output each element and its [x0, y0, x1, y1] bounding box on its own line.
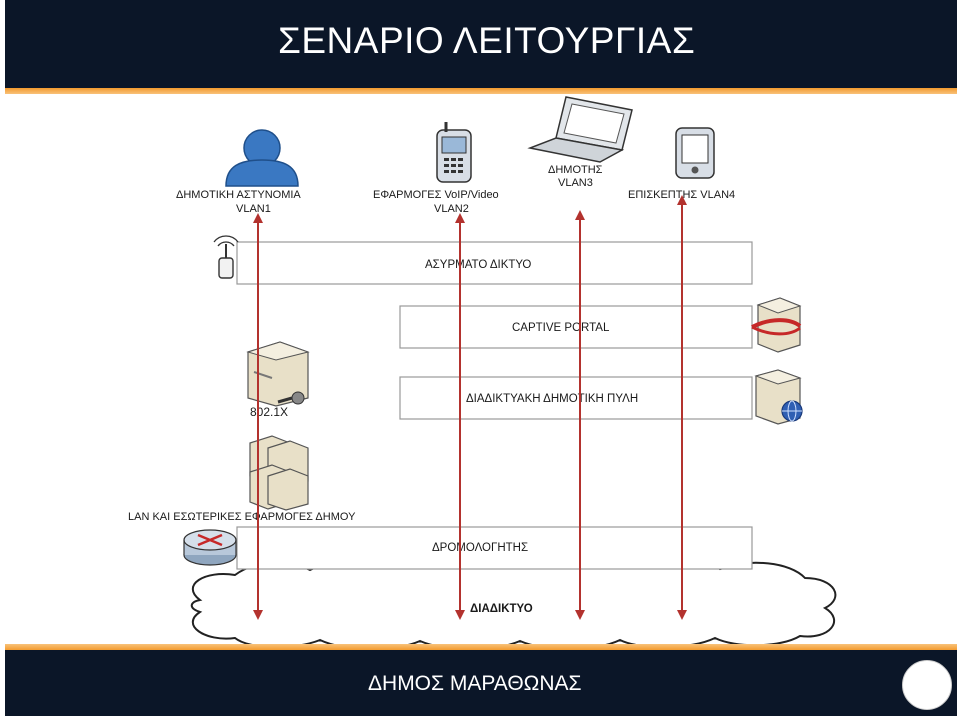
router-box: [236, 526, 753, 570]
person-icon: [225, 129, 299, 187]
municipal-portal-label: ΔΙΑΔΙΚΤΥΑΚΗ ΔΗΜΟΤΙΚΗ ΠΥΛΗ: [466, 393, 638, 405]
router-label: ΔΡΟΜΟΛΟΓΗΤΗΣ: [432, 542, 528, 554]
citizen-label-line2: VLAN3: [558, 177, 593, 189]
wireless-network-label: ΑΣΥΡΜΑΤΟ ΔΙΚΤΥΟ: [425, 259, 531, 271]
police-label-line2: VLAN1: [236, 203, 271, 215]
internet-label: ΔΙΑΔΙΚΤΥΟ: [470, 603, 533, 615]
page-title: ΣΕΝΑΡΙΟ ΛΕΙΤΟΥΡΓΙΑΣ: [278, 20, 696, 61]
mobile-phone-icon: [436, 122, 472, 183]
footer-organization: ΔΗΜΟΣ ΜΑΡΑΘΩΝΑΣ: [368, 672, 582, 695]
pda-icon: [675, 127, 715, 179]
key-icon: [277, 391, 305, 405]
police-label-line1: ΔΗΜΟΤΙΚΗ ΑΣΤΥΝΟΜΙΑ: [176, 189, 301, 201]
footer-bar: [5, 650, 957, 716]
captive-portal-label: CAPTIVE PORTAL: [512, 322, 610, 334]
wireless-antenna-icon: [213, 235, 239, 279]
lan-label: LAN ΚΑΙ ΕΣΩΤΕΡΙΚΕΣ ΕΦΑΡΜΟΓΕΣ ΔΗΜΟΥ: [128, 511, 356, 523]
router-icon: [183, 529, 237, 566]
header-bar: [5, 0, 957, 88]
organization-logo: [902, 660, 952, 710]
footer-accent-line: [5, 644, 957, 650]
header-accent-line: [5, 88, 957, 94]
voip-label-line1: ΕΦΑΡΜΟΓΕΣ VoIP/Video: [373, 189, 499, 201]
laptop-icon: [527, 96, 633, 163]
captive-portal-server-icon: [751, 297, 802, 353]
voip-label-line2: VLAN2: [434, 203, 469, 215]
auth-server-label: 802.1X: [250, 405, 288, 419]
citizen-label-line1: ΔΗΜΟΤΗΣ: [548, 164, 603, 176]
wireless-network-box: [236, 241, 753, 285]
visitor-label: ΕΠΙΣΚΕΠΤΗΣ VLAN4: [628, 189, 735, 201]
web-server-icon: [754, 369, 803, 425]
